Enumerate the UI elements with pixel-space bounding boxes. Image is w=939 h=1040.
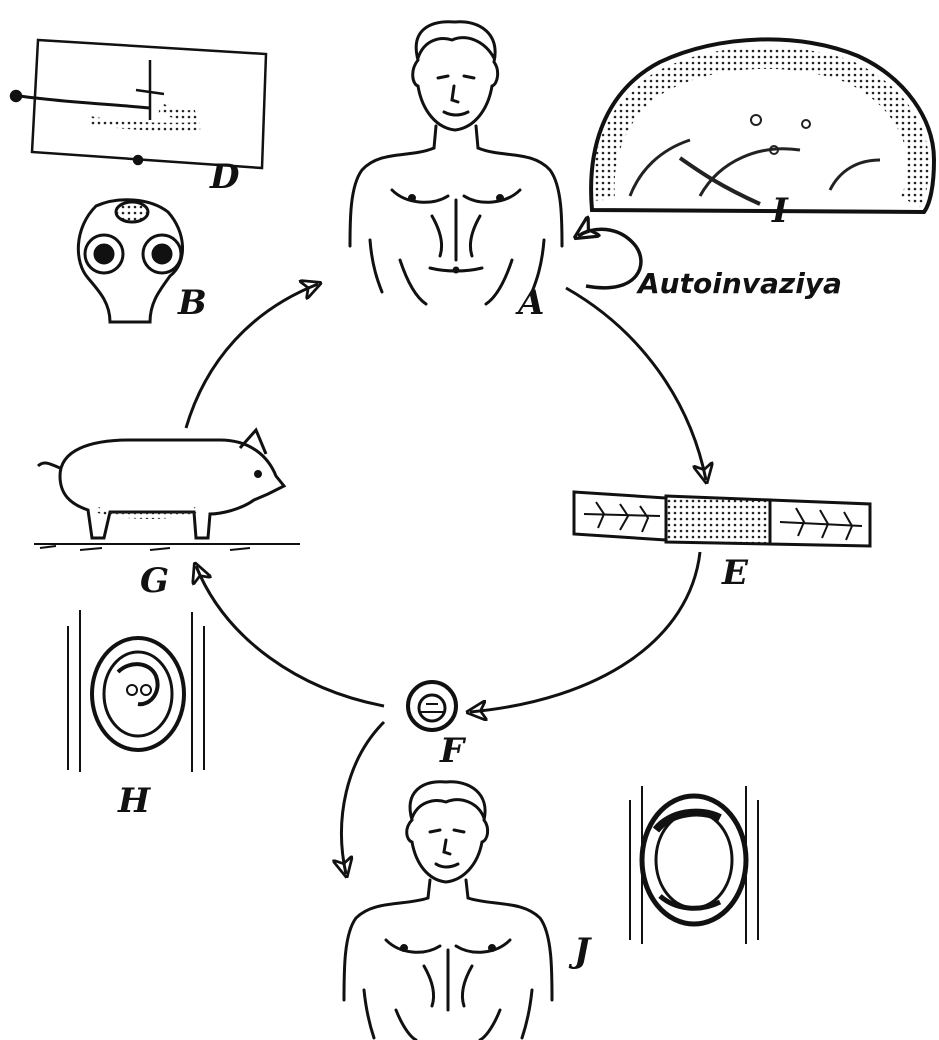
scolex-b (78, 200, 182, 322)
cysticercus-h (68, 610, 204, 772)
label-d: D (210, 160, 239, 194)
human-host-a (350, 22, 562, 304)
label-b: B (178, 286, 207, 320)
pig-host-g (34, 430, 300, 550)
label-e: E (722, 556, 748, 590)
human-host-j (344, 782, 552, 1040)
cycle-arrows (186, 284, 706, 874)
label-j: J (574, 934, 590, 968)
label-h: H (118, 784, 150, 818)
cysticercus-j (630, 786, 758, 944)
tapeworm-segments-e (574, 492, 870, 546)
brain-section-i (591, 39, 934, 212)
autoinvasion-label: Autoinvaziya (638, 270, 842, 298)
proglottid-d (11, 40, 266, 168)
label-f: F (440, 734, 464, 768)
label-a: A (518, 286, 544, 320)
label-g: G (140, 564, 169, 598)
egg-f (408, 682, 456, 730)
label-i: I (772, 194, 788, 228)
autoinvasion-arrow (578, 229, 641, 288)
